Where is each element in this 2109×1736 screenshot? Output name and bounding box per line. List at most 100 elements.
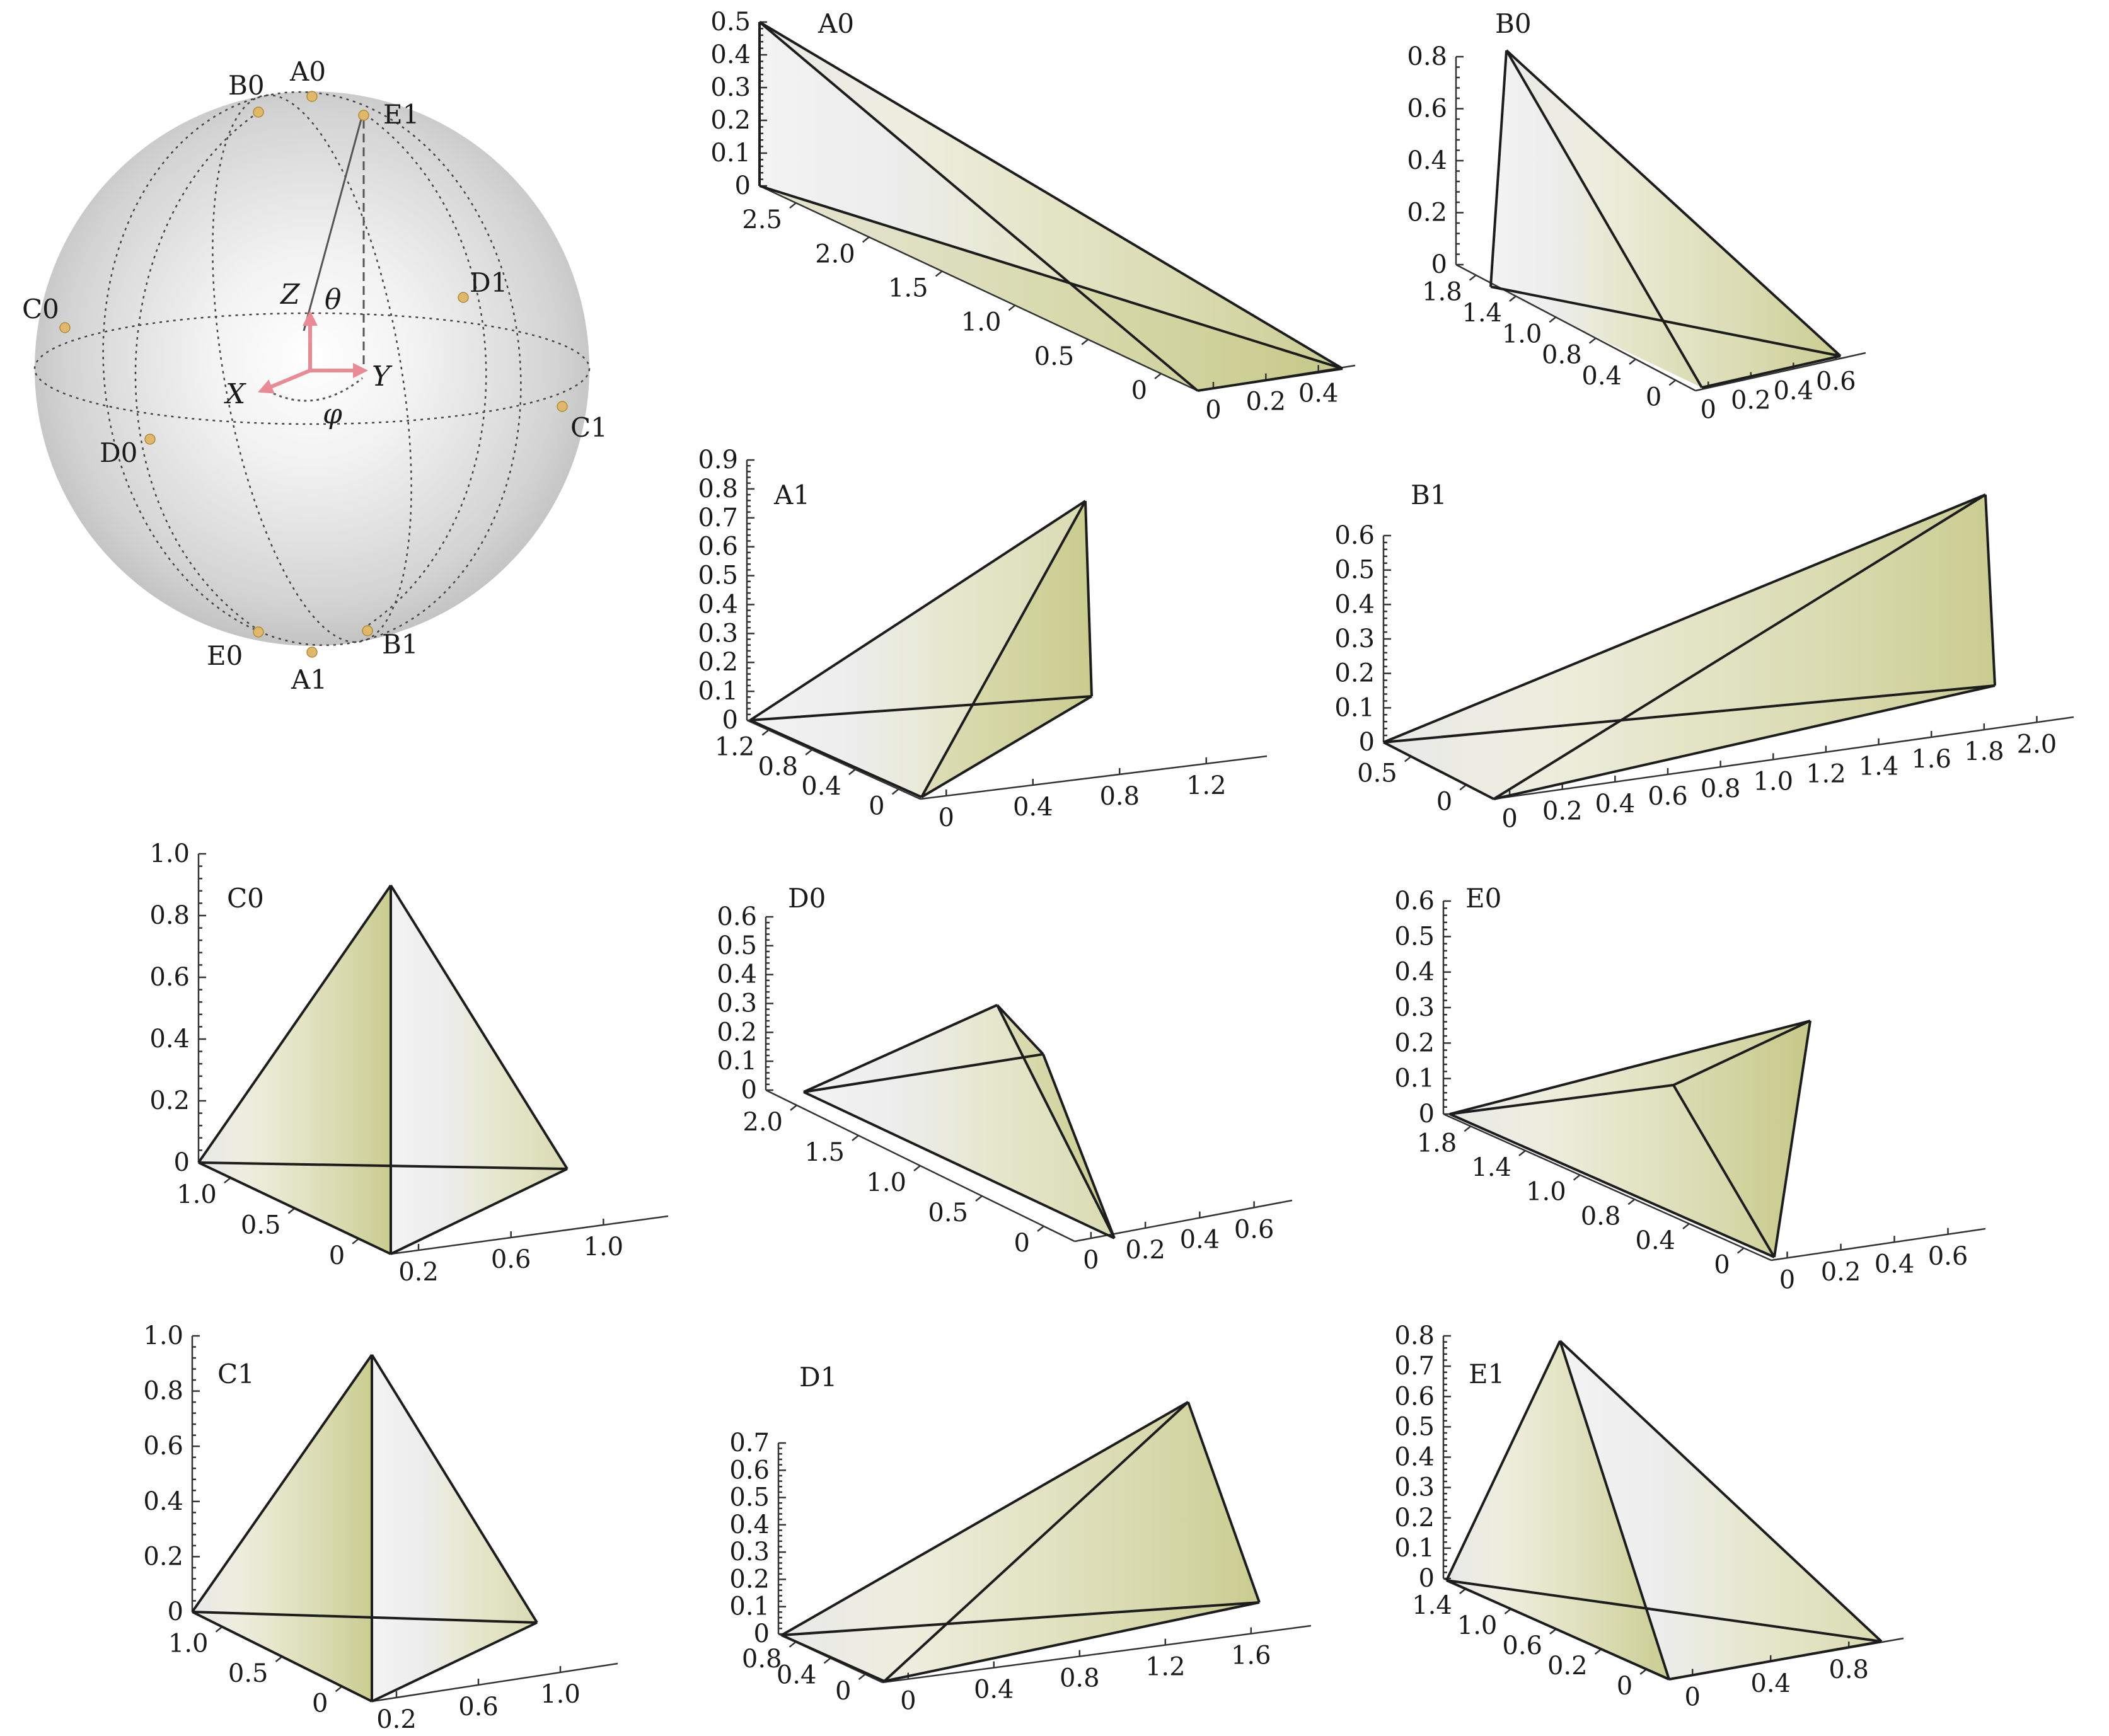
z-tick-label: 0.7 (698, 503, 738, 532)
panel-label: A0 (818, 8, 854, 39)
depth-tick-label: 0.4 (801, 772, 841, 801)
tetrahedron-edge (1673, 1020, 1811, 1086)
x-axis (1074, 1199, 1293, 1243)
state-point-label: B1 (382, 629, 419, 660)
tetrahedron-edge (1559, 1340, 1883, 1643)
tetrahedron-edge (1984, 494, 1996, 686)
z-tick-label: 0.4 (717, 960, 757, 989)
z-tick-label: 0.3 (729, 1538, 770, 1566)
x-tick-label: 0 (939, 803, 954, 832)
x-tick-label: 1.8 (1964, 737, 2004, 766)
tetrahedron-edge (759, 185, 1343, 370)
z-tick-label: 0 (1359, 728, 1375, 757)
x-tick-label: 0 (1701, 396, 1716, 425)
tetrahedron-edge (191, 1354, 373, 1613)
z-tick-label: 0 (174, 1148, 190, 1177)
tetrahedron-edge (1672, 1084, 1776, 1258)
depth-tick (1736, 1247, 1745, 1254)
depth-tick-label: 1.0 (1457, 1611, 1498, 1640)
z-tick-label: 0.5 (710, 8, 751, 37)
depth-tick (852, 1135, 859, 1141)
tetrahedron-edge (198, 1161, 391, 1255)
z-tick-label: 0.1 (698, 677, 738, 706)
x-tick-label: 0.4 (974, 1676, 1014, 1704)
tetrahedron-face (922, 501, 1092, 797)
tetrahedron-edge (1668, 1640, 1882, 1681)
z-tick-label: 0.5 (698, 561, 738, 590)
x-tick-label: 0 (1083, 1246, 1099, 1275)
z-tick-label: 0 (754, 1619, 770, 1648)
state-point-label: A0 (289, 56, 326, 87)
z-tick-label: 0.4 (1334, 590, 1375, 619)
z-tick-label: 0.5 (1394, 1412, 1435, 1441)
z-tick-label: 0.6 (143, 1432, 183, 1461)
z-tick-label: 0.8 (698, 474, 738, 503)
depth-tick-label: 0.5 (1357, 759, 1397, 788)
depth-tick (1469, 274, 1477, 281)
depth-tick (1037, 1226, 1044, 1232)
x-tick-label: 0 (900, 1687, 916, 1716)
z-tick-label: 0 (1419, 1100, 1435, 1129)
x-axis (1771, 1227, 1986, 1262)
tetrahedron-edge (390, 1168, 568, 1255)
x-tick-label: 0.2 (1542, 797, 1583, 826)
z-tick-label: 0.1 (1394, 1534, 1435, 1563)
depth-tick-label: 0 (1646, 382, 1661, 411)
panel-label: A1 (773, 480, 810, 510)
state-point (306, 91, 318, 102)
z-tick-label: 0.6 (698, 532, 738, 561)
z-tick-label: 0.1 (729, 1592, 770, 1621)
tetrahedron-edge (758, 21, 1199, 392)
z-tick-label: 0.2 (1394, 1028, 1435, 1057)
tetrahedron-edge (758, 21, 1344, 370)
tetrahedron-edge (1490, 285, 1841, 357)
tetrahedron-edge (198, 1161, 568, 1170)
x-axis-arrow (257, 369, 311, 394)
tetrahedron-face (804, 1005, 1114, 1238)
x-tick-label: 0.2 (1731, 386, 1771, 415)
z-tick-label: 0.9 (698, 445, 738, 474)
tetrahedron-edge (1383, 493, 1986, 744)
x-tick-label: 0 (1205, 396, 1221, 425)
tetrahedron-edge (781, 1401, 1189, 1636)
tetrahedron-edge (1449, 1113, 1775, 1258)
depth-tick-label: 0.5 (241, 1211, 281, 1240)
state-point (253, 626, 264, 638)
panel-label: C1 (217, 1359, 255, 1389)
depth-tick (789, 1641, 797, 1648)
tetrahedron-edge (884, 1601, 1260, 1682)
x-tick-label: 0.2 (1246, 388, 1286, 417)
tetrahedron-edge (1559, 1340, 1670, 1680)
depth-tick-label: 0.4 (777, 1661, 817, 1690)
state-point (306, 647, 318, 658)
depth-tick-label: 1.8 (1422, 278, 1462, 307)
z-tick-label: 0.2 (1334, 659, 1375, 688)
z-tick-label: 0 (722, 706, 738, 735)
depth-tick-label: 0 (1714, 1251, 1730, 1280)
tetrahedron-edge (1383, 741, 1494, 800)
depth-tick-label: 0.8 (742, 1645, 782, 1674)
x-tick-label: 0.2 (1821, 1258, 1861, 1287)
state-point-label: D1 (470, 267, 507, 298)
x-tick-label: 1.0 (540, 1680, 581, 1709)
phi-label: φ (323, 398, 342, 430)
depth-tick-label: 2.5 (742, 205, 782, 234)
x-tick-label: 0.6 (1234, 1215, 1274, 1244)
meridian-grid (212, 94, 412, 643)
tetrahedron-edge (1197, 367, 1343, 392)
theta-label: θ (325, 284, 342, 316)
x-axis (1493, 716, 2074, 800)
depth-tick-label: 0.4 (1635, 1226, 1675, 1255)
z-tick-label: 0.5 (717, 931, 757, 960)
z-tick-label: 0.1 (1334, 693, 1375, 722)
x-tick-label: 0.6 (1816, 367, 1856, 396)
x-axis (882, 1624, 1312, 1684)
